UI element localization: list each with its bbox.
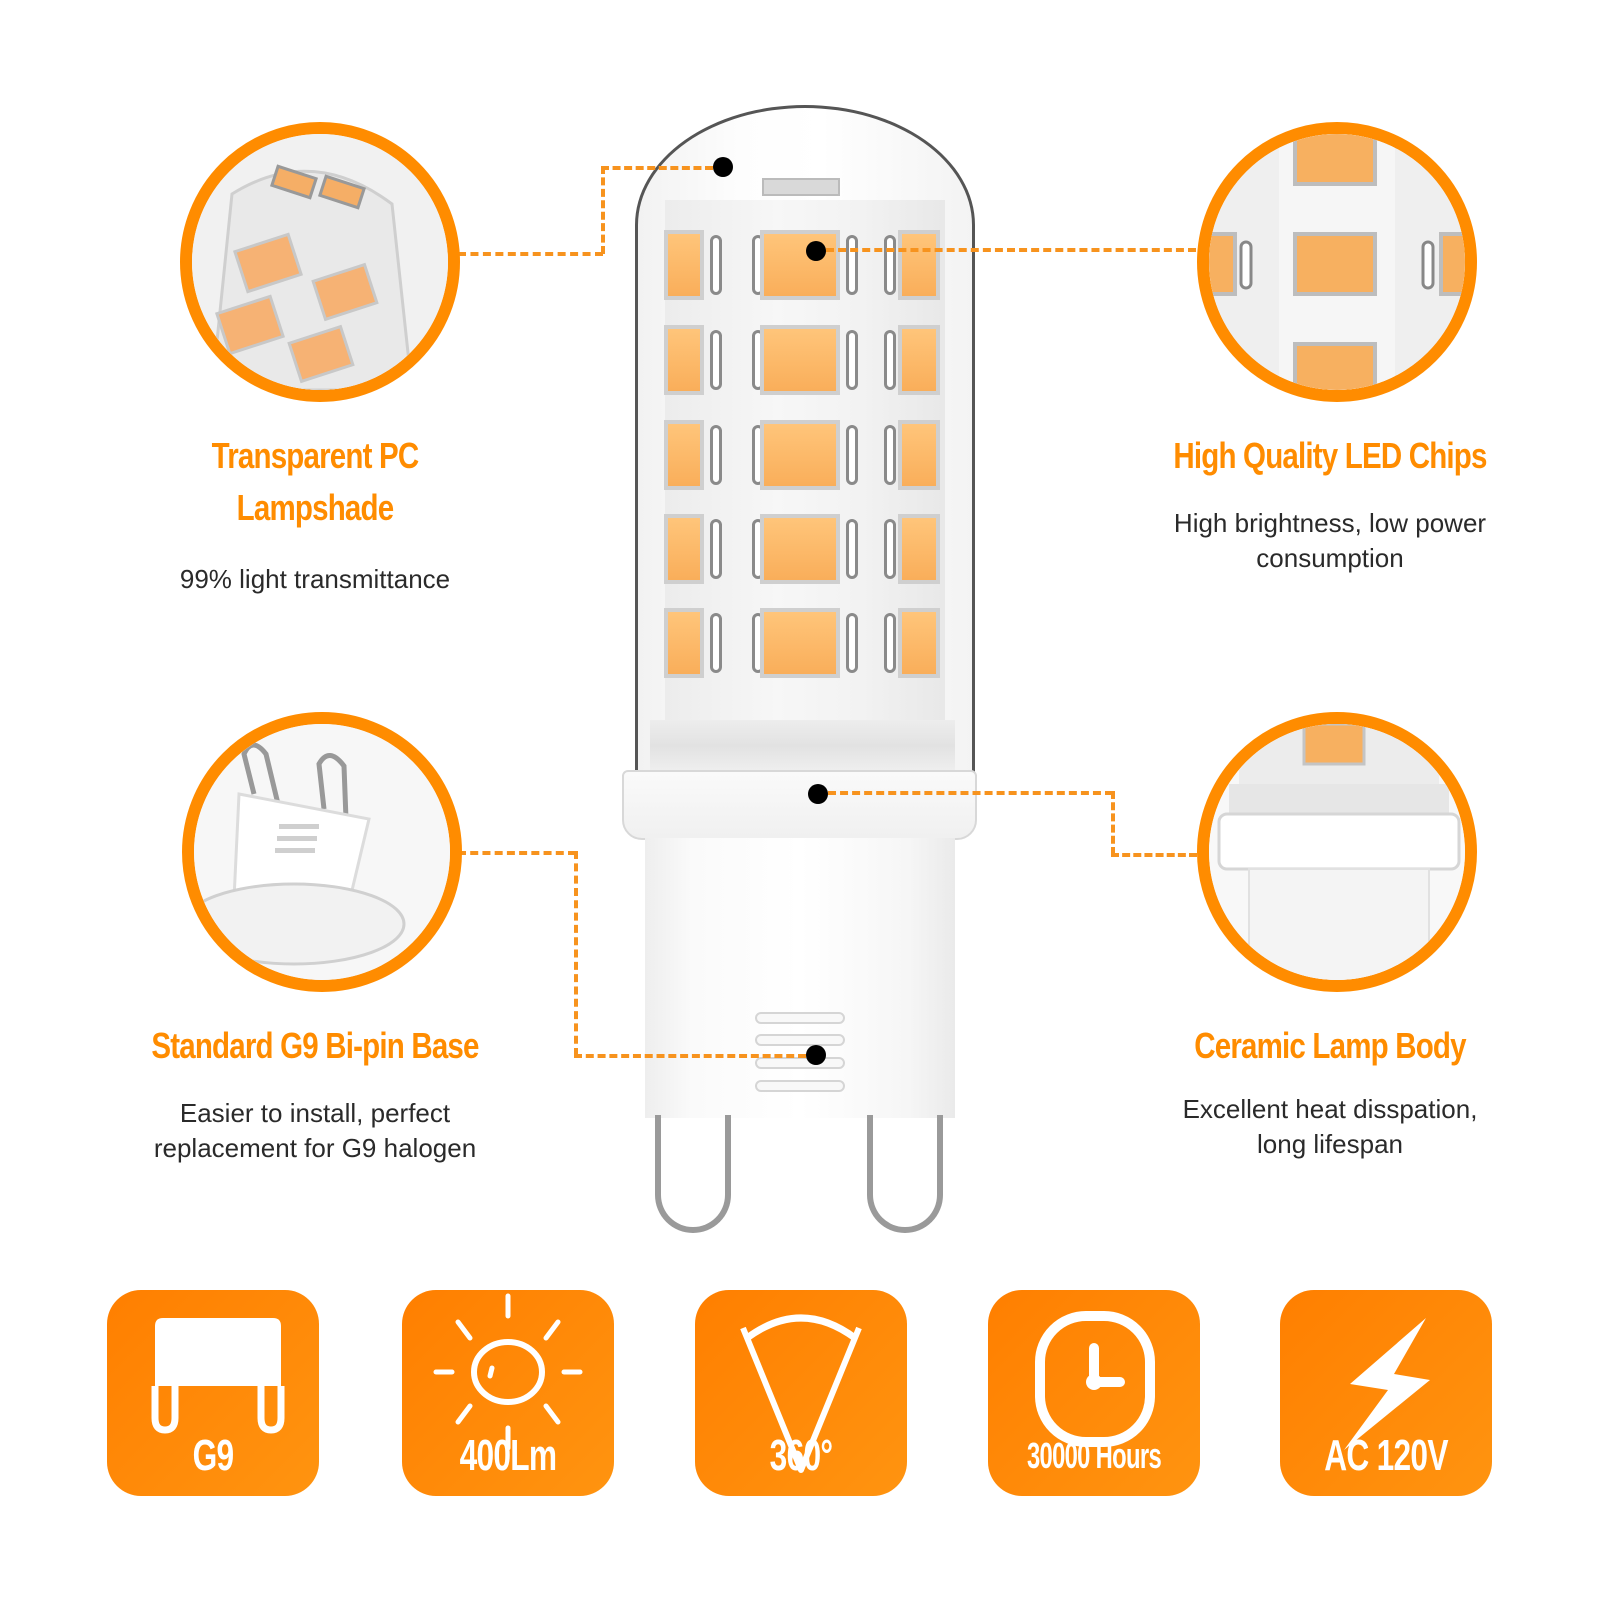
connector-base-h1 — [458, 851, 576, 855]
led-chip — [664, 420, 704, 490]
led-chip — [760, 325, 840, 395]
led-chip — [664, 230, 704, 300]
bi-pin-right — [867, 1115, 943, 1233]
connector-ceramic-h1 — [828, 791, 1113, 795]
bulb-ceramic-collar — [622, 770, 977, 840]
marker-ceramic-body — [808, 784, 828, 804]
detail-circle-base — [182, 712, 462, 992]
led-chip — [898, 608, 940, 678]
ceramic-body-closeup-icon — [1209, 724, 1465, 980]
chip-terminal — [846, 613, 858, 673]
sun-icon — [433, 1293, 583, 1451]
connector-ceramic-h2 — [1111, 853, 1197, 857]
detail-circle-lampshade — [180, 122, 460, 402]
connector-lampshade-h1 — [601, 166, 713, 170]
spec-tile-lifespan: 30000 Hours — [988, 1290, 1200, 1496]
chip-terminal — [710, 235, 722, 295]
chip-terminal — [846, 519, 858, 579]
bi-pin-left — [655, 1115, 731, 1233]
spec-label: G9 — [192, 1431, 235, 1480]
feature-description: High brightness, low power consumption — [1110, 506, 1550, 576]
chip-terminal — [846, 425, 858, 485]
lampshade-closeup-icon — [192, 134, 448, 390]
chip-terminal — [884, 613, 896, 673]
spec-label: 360° — [769, 1431, 833, 1480]
marker-led-chips — [806, 241, 826, 261]
led-chip — [898, 230, 940, 300]
chip-terminal — [884, 235, 896, 295]
detail-circle-ceramic-body — [1197, 712, 1477, 992]
connector-lampshade-v — [601, 166, 605, 254]
feature-title: Transparent PC Lampshade — [147, 430, 483, 534]
feature-description: 99% light transmittance — [110, 562, 520, 597]
base-rib — [755, 1080, 845, 1092]
connector-lampshade-h2 — [458, 252, 603, 256]
feature-desc-line: High brightness, low power — [1173, 508, 1487, 538]
feature-desc-line: long lifespan — [1257, 1129, 1403, 1159]
spec-label: 400Lm — [459, 1431, 558, 1480]
feature-title-line: Ceramic Lamp Body — [1194, 1025, 1466, 1066]
feature-title-line: Lampshade — [236, 487, 394, 528]
g9-base-icon — [151, 1318, 285, 1434]
beam-angle-icon — [740, 1314, 862, 1473]
chip-terminal — [884, 330, 896, 390]
connector-ceramic-v — [1111, 791, 1115, 855]
led-chip — [664, 608, 704, 678]
feature-description: Excellent heat disspation, long lifespan — [1110, 1092, 1550, 1162]
chip-terminal — [846, 330, 858, 390]
feature-description: Easier to install, perfect replacement f… — [90, 1096, 540, 1166]
feature-title: Standard G9 Bi-pin Base — [131, 1020, 500, 1072]
spec-label: 30000 Hours — [1026, 1435, 1162, 1476]
detail-circle-led-chips — [1197, 122, 1477, 402]
base-rib — [755, 1012, 845, 1024]
chip-terminal — [846, 235, 858, 295]
connector-base-h2 — [574, 1054, 806, 1058]
led-chip — [664, 325, 704, 395]
marker-base — [806, 1045, 826, 1065]
base-rib — [755, 1034, 845, 1046]
bulb-neck — [650, 720, 955, 772]
led-chip — [898, 420, 940, 490]
marker-lampshade — [713, 157, 733, 177]
spec-tile-lumens: 400Lm — [402, 1290, 614, 1496]
chip-terminal — [884, 519, 896, 579]
connector-base-v — [574, 851, 578, 1056]
spec-tile-voltage: AC 120V — [1280, 1290, 1492, 1496]
led-chip — [760, 514, 840, 584]
feature-title: High Quality LED Chips — [1150, 430, 1511, 482]
chip-terminal — [710, 613, 722, 673]
chip-terminal — [884, 425, 896, 485]
chip-terminal — [710, 425, 722, 485]
led-chip — [664, 514, 704, 584]
feature-title-line: Standard G9 Bi-pin Base — [151, 1025, 479, 1066]
led-chip — [760, 420, 840, 490]
lightning-bolt-icon — [1344, 1318, 1430, 1450]
bi-pin-base-closeup-icon — [194, 724, 450, 980]
chip-terminal — [710, 519, 722, 579]
feature-title-line: High Quality LED Chips — [1173, 435, 1487, 476]
feature-desc-line: Excellent heat disspation, — [1182, 1094, 1478, 1124]
feature-desc-line: consumption — [1256, 543, 1404, 573]
base-rib — [755, 1057, 845, 1069]
spec-label: AC 120V — [1324, 1431, 1448, 1480]
led-chip — [760, 608, 840, 678]
feature-title: Ceramic Lamp Body — [1150, 1020, 1511, 1072]
spec-tile-base-type: G9 — [107, 1290, 319, 1496]
bulb-top-clip — [762, 178, 840, 196]
feature-desc-line: Easier to install, perfect — [179, 1098, 451, 1128]
spec-tile-beam-angle: 360° — [695, 1290, 907, 1496]
connector-led-chips — [826, 248, 1196, 252]
led-chip-closeup-icon — [1209, 134, 1465, 390]
led-chip — [898, 514, 940, 584]
feature-title-line: Transparent PC — [211, 435, 420, 476]
clock-icon — [1035, 1311, 1155, 1447]
bulb-ceramic-base — [645, 838, 955, 1118]
feature-desc-line: 99% light transmittance — [179, 564, 451, 594]
feature-desc-line: replacement for G9 halogen — [153, 1133, 477, 1163]
led-chip — [760, 230, 840, 300]
chip-terminal — [710, 330, 722, 390]
led-chip — [898, 325, 940, 395]
